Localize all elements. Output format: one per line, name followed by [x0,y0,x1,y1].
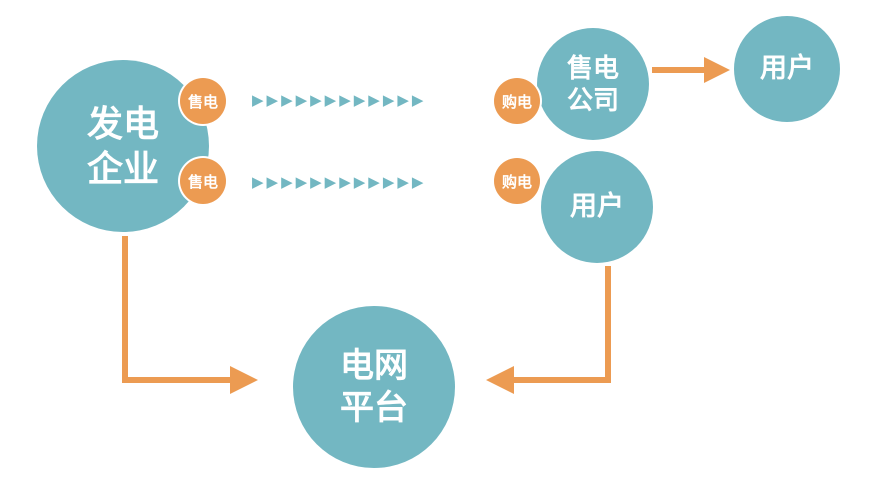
grid-platform-node: 电网 平台 [293,306,455,468]
user-mid-label: 用户 [570,191,624,222]
sell-badge-top: 售电 [180,78,226,124]
buy-badge-top: 购电 [494,78,540,124]
grid-platform-label-line2: 平台 [340,389,408,427]
user-top-label: 用户 [760,53,814,84]
generator-label-line1: 发电 [86,103,159,144]
user-top-node: 用户 [734,16,840,122]
user-mid-node: 用户 [541,151,653,263]
buy-badge-bottom: 购电 [494,158,540,204]
arrow-seller-to-user [652,57,730,83]
seller-company-label-line2: 公司 [566,85,619,115]
generator-label-line2: 企业 [86,148,159,189]
generator-node: 发电 企业 [37,60,209,232]
seller-company-label-line1: 售电 [566,52,619,83]
seller-company-node: 售电 公司 [537,28,649,140]
flow-chain-bottom: ▶▶▶▶▶▶▶▶▶▶▶▶ [252,173,427,191]
grid-platform-label-line1: 电网 [340,346,408,385]
sell-badge-bottom: 售电 [180,158,226,204]
flow-chain-top: ▶▶▶▶▶▶▶▶▶▶▶▶ [252,91,427,109]
elbow-arrow-right [486,266,611,394]
elbow-arrow-left [122,236,258,394]
